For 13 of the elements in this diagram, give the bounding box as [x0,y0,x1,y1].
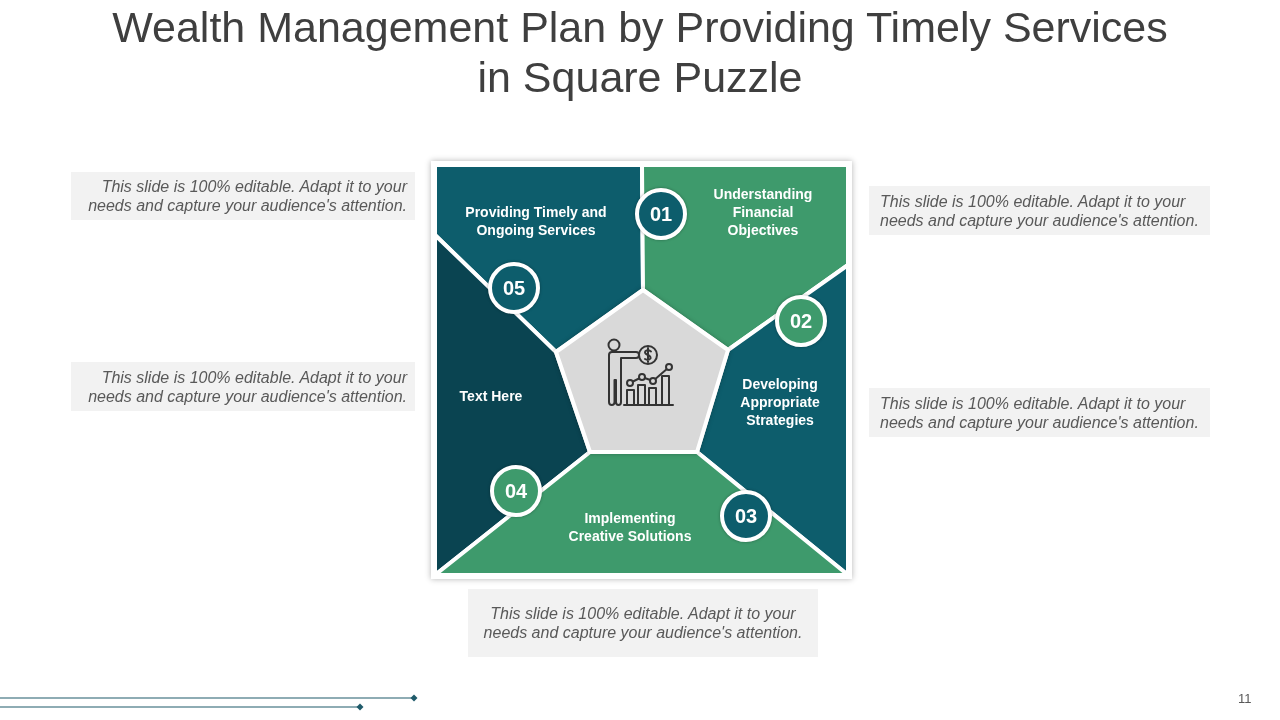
segment-title: Understanding Financial Objectives [712,185,814,239]
center-pentagon [554,288,730,454]
segment-title: Implementing Creative Solutions [567,509,693,545]
segment-title: Developing Appropriate Strategies [739,375,821,429]
segment-title: Text Here [459,387,523,405]
page-number: 11 [1238,691,1252,707]
description-text: This slide is 100% editable. Adapt it to your needs and capture your audience's attention. [482,604,804,642]
description-text: This slide is 100% editable. Adapt it to your needs and capture your audience's attention. [87,177,407,215]
description-text: This slide is 100% editable. Adapt it to your needs and capture your audience's attention. [880,191,1200,230]
description-text: This slide is 100% editable. Adapt it to your needs and capture your audience's attention. [87,367,407,406]
description-text: This slide is 100% editable. Adapt it to your needs and capture your audience's attention. [880,393,1200,432]
segment-title: Providing Timely and Ongoing Services [464,203,608,239]
slide-title: Wealth Management Plan by Providing Timely Services in Square Puzzle [111,2,1169,102]
